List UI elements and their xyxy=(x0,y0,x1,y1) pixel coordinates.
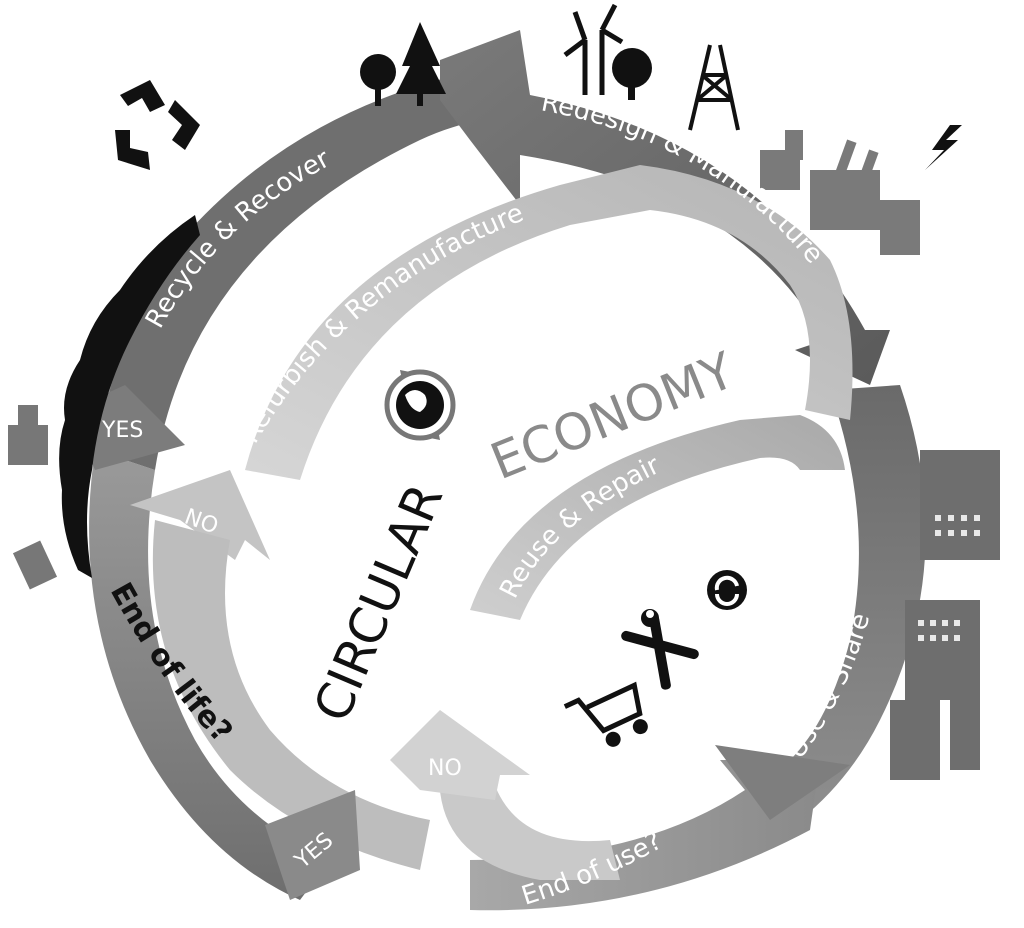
use-share-band xyxy=(790,385,926,820)
small-tree-icon xyxy=(612,48,652,100)
inner-no-arrowhead xyxy=(390,710,530,800)
reuse-band xyxy=(470,415,845,620)
use-share-arrowhead xyxy=(715,745,850,820)
shopping-cart-icon xyxy=(563,681,648,747)
center-title: CIRCULAR xyxy=(303,476,455,730)
left-yes-label: YES xyxy=(101,418,143,443)
refurbish-lower-band xyxy=(152,520,430,870)
factory-icon xyxy=(760,130,920,255)
tree-icon xyxy=(360,22,446,106)
city-skyline-icon xyxy=(890,450,1000,780)
title-circular: CIRCULAR xyxy=(303,476,455,730)
inner-loop xyxy=(390,415,845,880)
globe-cycle-icon xyxy=(384,369,456,441)
bottom-yes-arrowhead xyxy=(265,790,360,900)
middle-no-arrowhead xyxy=(130,470,270,560)
landfill-icon xyxy=(59,215,200,578)
redesign-band xyxy=(440,30,890,385)
tools-icon xyxy=(621,609,699,690)
lightning-icon xyxy=(925,125,962,170)
refresh-icon xyxy=(707,570,747,610)
recycle-icon xyxy=(115,80,200,170)
inner-no-label: NO xyxy=(428,756,462,781)
city-windows xyxy=(918,515,980,641)
waste-truck-icon xyxy=(8,405,58,590)
oil-rig-icon xyxy=(688,44,740,131)
refurbish-band xyxy=(245,165,853,480)
wind-turbine-icon xyxy=(563,3,624,95)
middle-loop xyxy=(130,165,853,870)
